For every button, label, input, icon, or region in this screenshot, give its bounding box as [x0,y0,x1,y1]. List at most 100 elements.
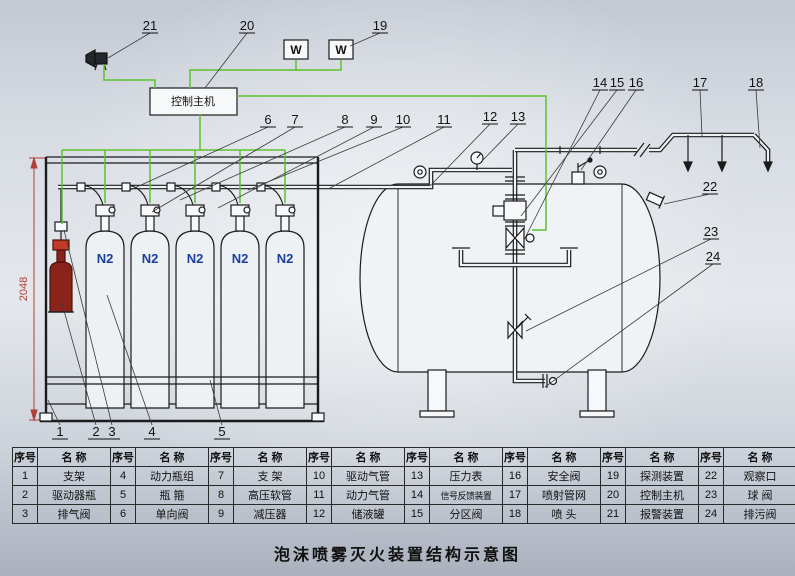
col-header-no: 序号 [404,447,430,467]
leader-line [47,399,61,426]
detector-w-right: W [328,39,354,60]
part-no: 3 [12,504,38,524]
col-header-name: 名 称 [429,447,503,467]
leader-line [663,193,711,205]
part-no: 22 [698,466,724,486]
part-name: 观察口 [723,466,795,486]
part-no: 17 [502,485,528,505]
col-header-name: 名 称 [135,447,209,467]
callout-14: 14 [593,75,607,90]
dimension-2048: 2048 [18,156,47,422]
col-header-name: 名 称 [37,447,111,467]
part-no: 21 [600,504,626,524]
callout-13: 13 [511,109,525,124]
leader-line [349,32,381,47]
observation-port [645,191,666,209]
check-valve [76,182,86,192]
part-name: 支 架 [233,466,307,486]
col-header-name: 名 称 [527,447,601,467]
part-name: 储液罐 [331,504,405,524]
driver-bottle [48,189,74,313]
cylinder-label: N2 [187,251,204,266]
callout-6: 6 [264,112,271,127]
part-name: 分区阀 [429,504,503,524]
n2-cylinder: N2 [166,182,215,409]
callout-19: 19 [373,18,387,33]
callout-17: 17 [693,75,707,90]
part-no: 11 [306,485,332,505]
callout-5: 5 [218,424,225,439]
part-no: 7 [208,466,234,486]
part-no: 18 [502,504,528,524]
pipe-break-icon [639,143,651,158]
callout-20: 20 [240,18,254,33]
part-name: 支架 [37,466,111,486]
callout-16: 16 [629,75,643,90]
callout-9: 9 [370,112,377,127]
leader-line [217,126,375,209]
col-header-no: 序号 [110,447,136,467]
valve-stack [492,194,558,388]
exhaust-valve [54,221,68,232]
part-name: 报警装置 [625,504,699,524]
detector-label: W [290,43,302,57]
check-valve [121,182,131,192]
control-host-label: 控制主机 [171,94,215,108]
part-no: 6 [110,504,136,524]
cylinder-label: N2 [142,251,159,266]
callout-4: 4 [148,424,155,439]
callout-8: 8 [341,112,348,127]
part-name: 球 阀 [723,485,795,505]
leader-line [63,229,113,426]
col-header-name: 名 称 [625,447,699,467]
part-name: 瓶 箍 [135,485,209,505]
dimension-label: 2048 [18,277,30,301]
drain-valve [542,374,558,388]
safety-valve [571,157,593,185]
leader-line [107,32,151,59]
leader-line [481,123,519,162]
detector-label: W [335,43,347,57]
callout-18: 18 [749,75,763,90]
leader-line [544,263,714,388]
ball-valve [507,313,532,340]
leader-line [580,89,637,171]
part-no: 5 [110,485,136,505]
part-name: 控制主机 [625,485,699,505]
driver-valve [52,239,70,251]
part-no: 10 [306,466,332,486]
leader-line [209,379,223,426]
callout-21: 21 [143,18,157,33]
callout-1: 1 [56,424,63,439]
leader-line [523,89,601,241]
part-no: 24 [698,504,724,524]
n2-cylinder-group: N2 N2 N2 N2 [76,182,305,409]
part-no: 9 [208,504,234,524]
leader-line [520,89,618,217]
part-name: 安全阀 [527,466,601,486]
col-header-no: 序号 [698,447,724,467]
part-name: 喷射管网 [527,485,601,505]
callout-23: 23 [704,224,718,239]
part-name: 动力瓶组 [135,466,209,486]
bottle-hoops [46,376,318,385]
storage-tank [359,157,666,418]
part-name: 信号反馈装置 [429,485,503,505]
cylinder-label: N2 [277,251,294,266]
callout-11: 11 [437,112,451,127]
callout-22: 22 [703,179,717,194]
leader-line [699,89,703,137]
callout-2: 2 [92,424,99,439]
part-name: 驱动器瓶 [37,485,111,505]
part-name: 动力气管 [331,485,405,505]
leader-line [429,123,491,187]
col-header-name: 名 称 [723,447,795,467]
n2-cylinder: N2 [76,182,125,409]
part-name: 减压器 [233,504,307,524]
cylinder-label: N2 [232,251,249,266]
col-header-name: 名 称 [233,447,307,467]
part-no: 19 [600,466,626,486]
part-no: 14 [404,485,430,505]
